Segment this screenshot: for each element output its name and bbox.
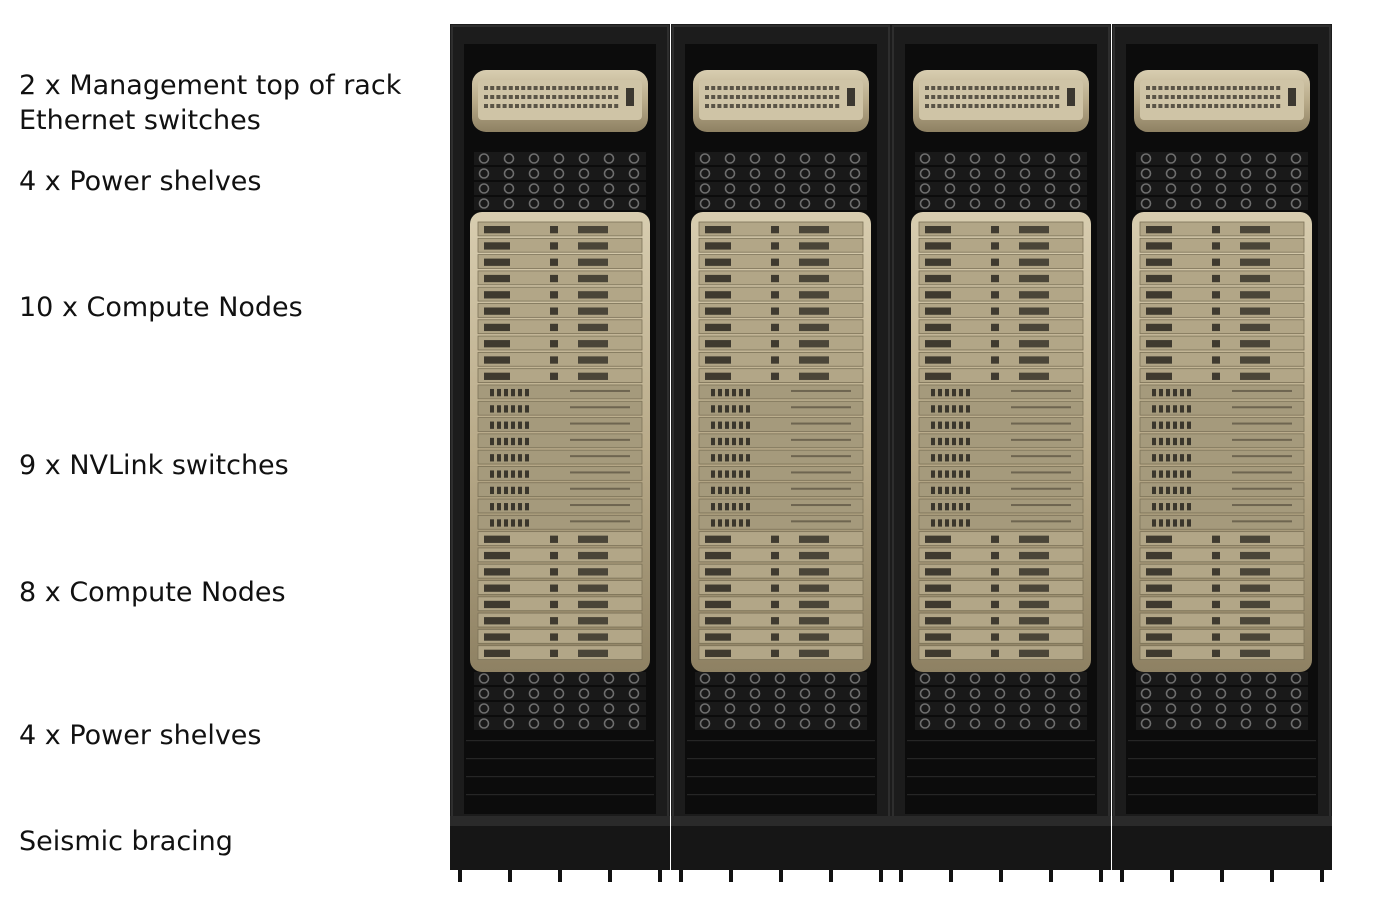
power-shelf-group bbox=[1135, 672, 1308, 730]
power-shelf-group bbox=[474, 152, 646, 210]
power-shelf-group bbox=[915, 152, 1087, 210]
rack-2 bbox=[670, 24, 891, 884]
label-management-switches-line2: Ethernet switches bbox=[19, 105, 261, 136]
power-shelf-group bbox=[474, 672, 646, 730]
rack-3 bbox=[891, 24, 1111, 884]
rack-1 bbox=[450, 24, 670, 884]
rack-row-image bbox=[450, 24, 1332, 884]
label-power-shelves-bottom: 4 x Power shelves bbox=[19, 720, 262, 751]
compute-nvlink-tray bbox=[470, 212, 650, 672]
label-management-switches-line1: 2 x Management top of rack bbox=[19, 70, 402, 101]
label-compute-nodes-top: 10 x Compute Nodes bbox=[19, 292, 303, 323]
management-switch-tray bbox=[913, 70, 1089, 132]
power-shelf-group bbox=[694, 672, 867, 730]
compute-nvlink-tray bbox=[1131, 212, 1312, 672]
power-shelf-group bbox=[915, 672, 1087, 730]
power-shelf-group bbox=[694, 152, 867, 210]
power-shelf-group bbox=[1135, 152, 1308, 210]
label-power-shelves-top: 4 x Power shelves bbox=[19, 166, 262, 197]
management-switch-tray bbox=[692, 70, 869, 132]
compute-nvlink-tray bbox=[911, 212, 1091, 672]
rack-4 bbox=[1111, 24, 1332, 884]
compute-nvlink-tray bbox=[690, 212, 871, 672]
label-compute-nodes-bottom: 8 x Compute Nodes bbox=[19, 577, 286, 608]
label-seismic-bracing: Seismic bracing bbox=[19, 826, 233, 857]
label-nvlink-switches: 9 x NVLink switches bbox=[19, 450, 289, 481]
label-management-switches: 2 x Management top of rack Ethernet swit… bbox=[19, 68, 401, 138]
management-switch-tray bbox=[472, 70, 648, 132]
management-switch-tray bbox=[1133, 70, 1310, 132]
